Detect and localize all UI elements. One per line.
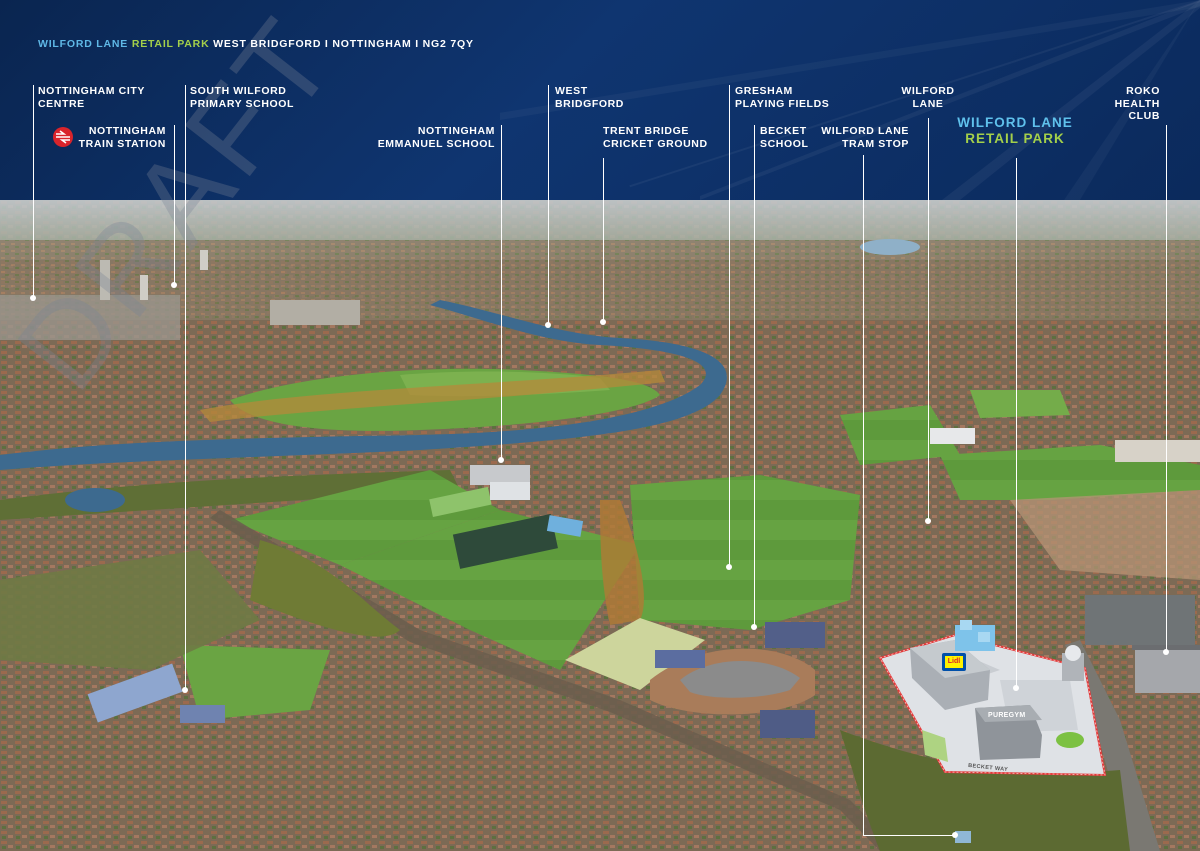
- marker-becket: [751, 624, 757, 630]
- label-south-wilford-line1: SOUTH WILFORD: [190, 85, 287, 97]
- label-west-bridgford: WEST BRIDGFORD: [555, 85, 624, 110]
- marker-gresham: [726, 564, 732, 570]
- label-tram-stop: WILFORD LANE TRAM STOP: [815, 125, 909, 150]
- leader-line-gresham: [729, 85, 730, 567]
- label-gresham: GRESHAM PLAYING FIELDS: [735, 85, 829, 110]
- label-west-bridgford-line2: BRIDGFORD: [555, 97, 624, 110]
- marker-roko: [1163, 649, 1169, 655]
- leader-line-train-station: [174, 125, 175, 285]
- label-roko-line3: CLUB: [1128, 110, 1160, 122]
- label-trent-bridge-line2: CRICKET GROUND: [603, 137, 708, 150]
- page-title: WILFORD LANE RETAIL PARK WEST BRIDGFORD …: [38, 38, 474, 50]
- label-becket-school: BECKET SCHOOL: [760, 125, 809, 150]
- leader-line-becket: [754, 125, 755, 627]
- label-gresham-line1: GRESHAM: [735, 85, 793, 97]
- marker-city-centre: [30, 295, 36, 301]
- retail-park-title: WILFORD LANE RETAIL PARK: [950, 115, 1080, 147]
- marker-emmanuel: [498, 457, 504, 463]
- marker-west-bridgford: [545, 322, 551, 328]
- label-emmanuel-line1: NOTTINGHAM: [417, 125, 495, 137]
- label-becket-line1: BECKET: [760, 125, 807, 137]
- label-roko-line2: HEALTH: [1114, 97, 1160, 110]
- label-city-centre-line2: CENTRE: [38, 97, 85, 110]
- leader-line-wilford-lane: [928, 118, 929, 521]
- label-south-wilford: SOUTH WILFORD PRIMARY SCHOOL: [190, 85, 294, 110]
- leader-line-south-wilford: [185, 85, 186, 690]
- title-part-1: WILFORD LANE: [38, 38, 129, 50]
- label-wilford-lane: WILFORD LANE: [896, 85, 960, 110]
- label-train-station: NOTTINGHAM TRAIN STATION: [78, 125, 166, 150]
- label-trent-bridge: TRENT BRIDGE CRICKET GROUND: [603, 125, 708, 150]
- marker-wilford-lane: [925, 518, 931, 524]
- label-wilford-lane-line1: WILFORD: [901, 85, 955, 97]
- leader-line-retail-park: [1016, 158, 1017, 688]
- leader-line-west-bridgford: [548, 85, 549, 325]
- title-part-2: RETAIL PARK: [131, 38, 210, 50]
- marker-trent-bridge: [600, 319, 606, 325]
- header-band: [0, 0, 1200, 200]
- label-tram-stop-line2: TRAM STOP: [841, 137, 909, 150]
- label-train-station-line2: TRAIN STATION: [78, 137, 166, 150]
- leader-line-emmanuel: [501, 125, 502, 460]
- label-train-station-line1: NOTTINGHAM: [88, 125, 166, 137]
- label-emmanuel-line2: EMMANUEL SCHOOL: [377, 137, 495, 150]
- leader-line-city-centre: [33, 85, 34, 298]
- leader-line-trent-bridge: [603, 158, 604, 323]
- label-south-wilford-line2: PRIMARY SCHOOL: [190, 97, 295, 110]
- aerial-photo: [0, 200, 1200, 851]
- marker-retail-park: [1013, 685, 1019, 691]
- label-trent-bridge-line1: TRENT BRIDGE: [603, 125, 689, 137]
- label-city-centre-line1: NOTTINGHAM CITY: [38, 85, 145, 97]
- leader-line-roko: [1166, 125, 1167, 652]
- label-tram-stop-line1: WILFORD LANE: [821, 125, 909, 137]
- label-emmanuel-school: NOTTINGHAM EMMANUEL SCHOOL: [360, 125, 495, 150]
- national-rail-icon: [53, 127, 73, 147]
- label-gresham-line2: PLAYING FIELDS: [735, 97, 830, 110]
- label-west-bridgford-line1: WEST: [555, 85, 588, 97]
- label-becket-line2: SCHOOL: [760, 137, 809, 150]
- marker-south-wilford: [182, 687, 188, 693]
- leader-line-tram-stop-horizontal: [863, 835, 955, 836]
- marker-train-station: [171, 282, 177, 288]
- label-roko-line1: ROKO: [1126, 85, 1160, 97]
- lidl-logo: Lidl: [947, 658, 961, 665]
- label-wilford-lane-line2: LANE: [912, 97, 944, 110]
- retail-park-title-line1: WILFORD LANE: [957, 115, 1073, 130]
- marker-tram-stop: [952, 832, 958, 838]
- puregym-logo: PUREGYM: [988, 712, 1026, 719]
- label-roko: ROKO HEALTH CLUB: [1100, 85, 1160, 123]
- title-part-3: WEST BRIDGFORD I NOTTINGHAM I NG2 7QY: [213, 38, 474, 50]
- label-city-centre: NOTTINGHAM CITY CENTRE: [38, 85, 145, 110]
- retail-park-title-line2: RETAIL PARK: [965, 131, 1065, 146]
- leader-line-tram-stop: [863, 155, 864, 836]
